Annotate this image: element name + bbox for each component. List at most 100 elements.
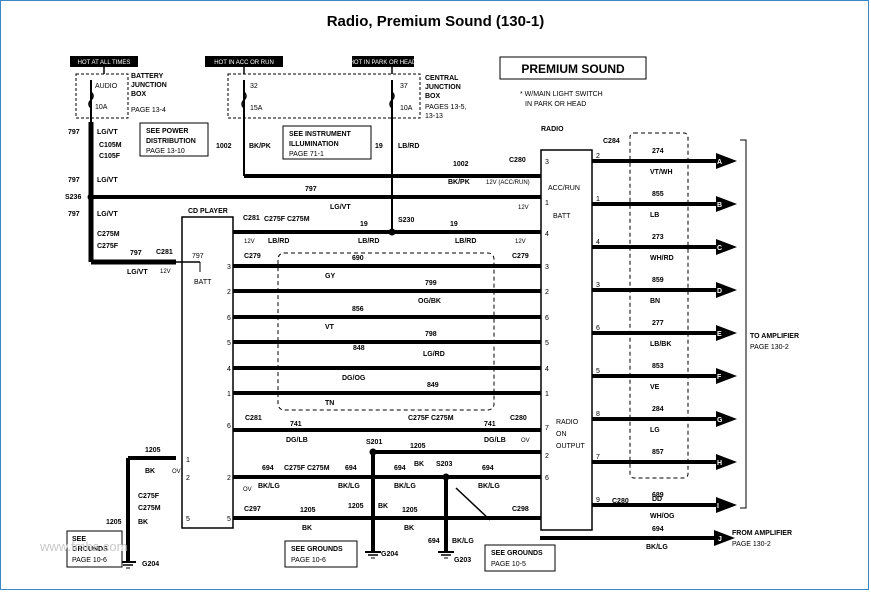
svg-text:ON: ON bbox=[556, 431, 567, 438]
svg-text:BK/LG: BK/LG bbox=[338, 483, 360, 490]
svg-text:GROUNDS: GROUNDS bbox=[72, 546, 108, 553]
svg-text:797: 797 bbox=[305, 186, 317, 193]
svg-text:CD PLAYER: CD PLAYER bbox=[188, 208, 228, 215]
output-wire-color: WH/OG bbox=[650, 513, 675, 520]
fuse-icon bbox=[389, 91, 395, 109]
output-pin: 3 bbox=[596, 282, 600, 289]
cd-wire-number: 849 bbox=[427, 382, 439, 389]
svg-text:OV: OV bbox=[521, 438, 530, 444]
svg-text:1205: 1205 bbox=[145, 447, 161, 454]
svg-text:5: 5 bbox=[227, 516, 231, 523]
svg-text:13-13: 13-13 bbox=[425, 113, 443, 120]
connector-arrow-icon bbox=[716, 411, 737, 427]
cd-wire-number: 856 bbox=[352, 306, 364, 313]
svg-text:S201: S201 bbox=[366, 439, 382, 446]
svg-text:PAGE 10-6: PAGE 10-6 bbox=[291, 557, 326, 564]
connector-arrow-icon bbox=[716, 239, 737, 255]
connector-letter: C bbox=[717, 245, 722, 252]
cd-pin: 4 bbox=[227, 366, 231, 373]
svg-text:BOX: BOX bbox=[131, 91, 147, 98]
cd-wire-number: 799 bbox=[425, 280, 437, 287]
cd-wire-color: GY bbox=[325, 273, 335, 280]
svg-text:SEE: SEE bbox=[72, 536, 86, 543]
connector-arrow-icon bbox=[716, 325, 737, 341]
output-pin: 8 bbox=[596, 411, 600, 418]
svg-text:694: 694 bbox=[428, 538, 440, 545]
svg-text:797: 797 bbox=[130, 250, 142, 257]
svg-text:C275F: C275F bbox=[97, 243, 119, 250]
svg-text:* W/MAIN LIGHT SWITCH: * W/MAIN LIGHT SWITCH bbox=[520, 91, 603, 98]
svg-text:SEE POWER: SEE POWER bbox=[146, 128, 188, 135]
svg-text:C275F C275M: C275F C275M bbox=[408, 415, 454, 422]
radio-pin: 3 bbox=[545, 264, 549, 271]
output-wire-color: LG bbox=[650, 427, 660, 434]
svg-text:DG/LB: DG/LB bbox=[484, 437, 506, 444]
svg-text:OV: OV bbox=[172, 469, 181, 475]
svg-text:797: 797 bbox=[68, 211, 80, 218]
svg-text:CENTRAL: CENTRAL bbox=[425, 75, 459, 82]
connector-arrow-icon bbox=[716, 282, 737, 298]
svg-text:BK: BK bbox=[145, 468, 155, 475]
svg-text:797: 797 bbox=[192, 253, 204, 260]
svg-text:IN PARK OR HEAD: IN PARK OR HEAD bbox=[525, 101, 586, 108]
connector-letter: F bbox=[717, 374, 722, 381]
svg-text:C275M: C275M bbox=[97, 231, 120, 238]
output-wire-color: VT/WH bbox=[650, 169, 673, 176]
connector-arrow-icon bbox=[716, 368, 737, 384]
cd-wire-color: LG/RD bbox=[423, 351, 445, 358]
cd-pin: 3 bbox=[227, 264, 231, 271]
hot-label-right: HOT IN PARK OR HEAD bbox=[350, 56, 417, 67]
svg-text:694: 694 bbox=[394, 465, 406, 472]
cd-wire-color: DG/OG bbox=[342, 375, 366, 382]
svg-text:G204: G204 bbox=[142, 561, 159, 568]
svg-text:HOT IN PARK OR HEAD: HOT IN PARK OR HEAD bbox=[350, 60, 417, 66]
connector-arrow-icon bbox=[716, 497, 737, 513]
cd-wire-number: 690 bbox=[352, 255, 364, 262]
connector-letter: D bbox=[717, 288, 722, 295]
radio-pin: 5 bbox=[545, 340, 549, 347]
left-feed-wire: 797 LG/VT C105M C105F 797 LG/VT S236 797… bbox=[65, 122, 176, 276]
svg-text:DISTRIBUTION: DISTRIBUTION bbox=[146, 138, 196, 145]
central-junction-box: 32 15A 37 10A CENTRAL JUNCTION BOX PAGES… bbox=[227, 67, 467, 122]
svg-text:BATT: BATT bbox=[553, 213, 571, 220]
svg-text:PAGE 130-2: PAGE 130-2 bbox=[732, 541, 771, 548]
svg-text:1205: 1205 bbox=[410, 443, 426, 450]
svg-text:C105F: C105F bbox=[99, 153, 121, 160]
svg-text:1: 1 bbox=[545, 200, 549, 207]
svg-text:1002: 1002 bbox=[453, 161, 469, 168]
svg-text:C280: C280 bbox=[509, 157, 526, 164]
hot-label-mid: HOT IN ACC OR RUN bbox=[205, 56, 283, 67]
svg-text:RADIO: RADIO bbox=[556, 419, 579, 426]
svg-text:15A: 15A bbox=[250, 105, 263, 112]
output-wire-number: 277 bbox=[652, 320, 664, 327]
battery-junction-box: AUDIO 10A BATTERY JUNCTION BOX PAGE 13-4 bbox=[75, 67, 167, 122]
cd-pin: 2 bbox=[227, 289, 231, 296]
svg-text:1002: 1002 bbox=[216, 143, 232, 150]
svg-text:BK: BK bbox=[414, 461, 424, 468]
power-distribution-note: SEE POWER DISTRIBUTION PAGE 13-10 bbox=[139, 122, 209, 157]
grounds-note-left: SEE GROUNDS PAGE 10-6 bbox=[66, 530, 123, 568]
svg-text:LG/VT: LG/VT bbox=[127, 269, 148, 276]
instrument-illumination-note: SEE INSTRUMENT ILLUMINATION PAGE 71-1 bbox=[282, 125, 372, 160]
svg-text:DG/LB: DG/LB bbox=[286, 437, 308, 444]
svg-text:BK/LG: BK/LG bbox=[258, 483, 280, 490]
cd-wire-color: VT bbox=[325, 324, 335, 331]
output-pin: 1 bbox=[596, 196, 600, 203]
svg-text:12V: 12V bbox=[515, 239, 526, 245]
svg-text:694: 694 bbox=[652, 526, 664, 533]
svg-text:BK: BK bbox=[302, 525, 312, 532]
connector-arrow-icon bbox=[716, 153, 737, 169]
svg-text:C275F: C275F bbox=[138, 493, 160, 500]
svg-text:1205: 1205 bbox=[300, 507, 316, 514]
radio: RADIO ACC/RUN BATT RADIO ON OUTPUT 3 1 4 bbox=[540, 126, 593, 531]
svg-text:BATTERY: BATTERY bbox=[131, 73, 164, 80]
svg-text:12V: 12V bbox=[244, 239, 255, 245]
svg-text:FROM AMPLIFIER: FROM AMPLIFIER bbox=[732, 530, 792, 537]
output-wire-number: 857 bbox=[652, 449, 664, 456]
connector-letter: G bbox=[717, 417, 723, 424]
connector-arrow-icon bbox=[716, 454, 737, 470]
output-extras: C284 C280 DD TO AMPLIFIER PAGE 130-2 bbox=[603, 132, 799, 509]
svg-text:C281: C281 bbox=[156, 249, 173, 256]
svg-text:LB/RD: LB/RD bbox=[358, 238, 379, 245]
